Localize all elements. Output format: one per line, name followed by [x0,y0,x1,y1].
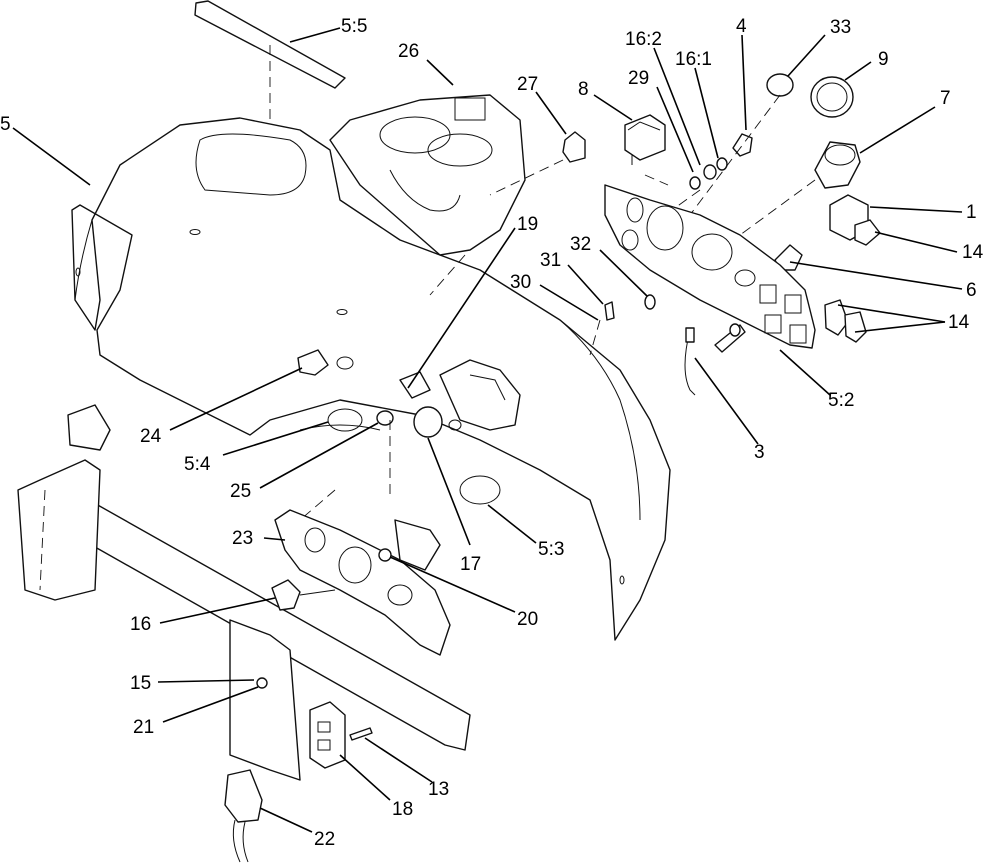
callout-5-3: 5:3 [538,539,564,560]
callout-5-2: 5:2 [828,390,854,411]
side-bracket [229,579,336,781]
callout-24: 24 [140,426,162,447]
callout-3: 3 [754,442,765,463]
callout-14-a: 14 [962,242,984,263]
callout-13: 13 [428,779,449,800]
callout-21: 21 [133,717,154,738]
callout-23: 23 [232,528,253,549]
rocker-switch [624,114,669,186]
callout-20: 20 [517,609,538,630]
callout-15: 15 [130,673,151,694]
panel-switches [739,194,881,343]
callout-19: 19 [517,214,538,235]
callout-8: 8 [578,79,589,100]
callout-22: 22 [314,829,335,850]
callout-30: 30 [510,272,531,293]
decal-strip [194,0,346,135]
inner-bracket [297,349,521,521]
callout-17: 17 [460,554,481,575]
screws [589,294,656,356]
wire-harness [224,769,263,863]
callout-16-2: 16:2 [625,29,662,50]
callout-18: 18 [392,799,413,820]
callout-16: 16 [130,614,151,635]
gauge-parts [689,73,861,236]
cup-holder [329,94,526,296]
callout-5: 5 [0,114,11,135]
knob [489,131,586,196]
callout-31: 31 [540,250,561,271]
callout-labels: 5:5 26 27 16:2 4 33 9 16:1 29 8 7 5 1 14… [0,16,984,850]
callout-33: 33 [830,17,851,38]
callout-32: 32 [570,234,591,255]
callout-1: 1 [966,202,977,223]
dash-housing [71,117,671,641]
small-hardware [664,133,753,216]
callout-14-b: 14 [948,312,970,333]
callout-5-4: 5:4 [184,454,211,475]
callout-27: 27 [517,74,538,95]
callout-29: 29 [628,68,649,89]
mounting-plate [274,509,451,656]
wire-sensor [684,323,746,396]
connector-assembly [309,701,373,769]
callout-26: 26 [398,41,419,62]
callout-16-1: 16:1 [675,49,712,70]
callout-7: 7 [940,88,951,109]
callout-5-5: 5:5 [341,16,367,37]
callout-4: 4 [736,16,747,37]
leader-lines [12,27,963,833]
callout-25: 25 [230,481,251,502]
control-panel-plate [604,184,816,349]
callout-9: 9 [878,49,889,70]
steering-column [17,404,471,751]
callout-6: 6 [966,280,977,301]
